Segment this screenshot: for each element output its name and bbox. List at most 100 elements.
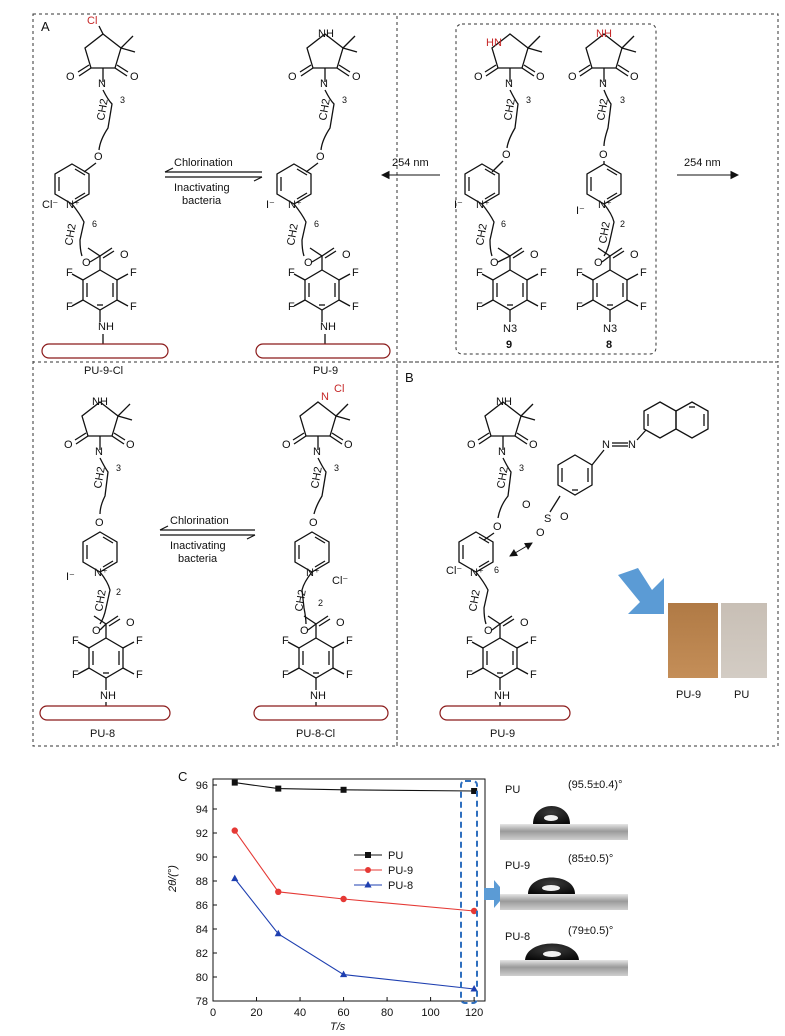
atom-f: F — [136, 669, 143, 681]
series-group — [231, 779, 478, 992]
y-tick-label: 94 — [196, 804, 208, 816]
atom-ch2: CH2 — [317, 98, 333, 122]
atom-f: F — [288, 301, 295, 313]
panel-label-c: C — [178, 769, 187, 784]
atom-n: N — [98, 78, 106, 90]
atom-f: F — [540, 301, 547, 313]
data-point — [274, 929, 282, 937]
label-bacteria: bacteria — [178, 553, 218, 565]
subscript-3: 3 — [526, 95, 531, 105]
blue-arrow-icon — [618, 568, 664, 614]
data-point — [471, 788, 478, 794]
atom-o: O — [474, 71, 483, 83]
data-point — [275, 785, 282, 792]
x-axis-label: T/s — [330, 1021, 346, 1033]
atom-ch2: CH2 — [597, 221, 613, 245]
atom-ch2: CH2 — [63, 223, 79, 247]
subscript-2: 2 — [620, 219, 625, 229]
data-point — [231, 827, 238, 834]
atom-o: O — [120, 249, 129, 261]
atom-o: O — [568, 71, 577, 83]
structure-monomer-8: NH N O O CH2 3 O I⁻ N⁺ CH2 2 O O F F F F… — [568, 28, 647, 351]
label-uv: 254 nm — [392, 157, 429, 169]
atom-o: O — [467, 439, 476, 451]
atom-nh: NH — [320, 321, 336, 333]
structure-pu9: NH N O O CH2 3 O I⁻ N⁺ CH2 6 O O F F F F… — [255, 28, 391, 377]
photo-angle-pu8: (79±0.5)° — [568, 925, 613, 937]
atom-ch2: CH2 — [474, 223, 490, 247]
atom-o: O — [288, 71, 297, 83]
structure-monomer-9: HN N O O CH2 3 O I⁻ N⁺ CH2 6 O O F F F F… — [454, 33, 547, 351]
label-uv: 254 nm — [684, 157, 721, 169]
y-axis-label: 2θ/(°) — [167, 865, 179, 893]
ion-cl: Cl⁻ — [332, 575, 348, 587]
atom-o: O — [95, 517, 104, 529]
label-bacteria: bacteria — [182, 195, 222, 207]
atom-ch2: CH2 — [595, 98, 611, 122]
legend-marker — [365, 852, 371, 858]
atom-f: F — [66, 301, 73, 313]
data-point — [340, 895, 347, 903]
atom-n: N — [628, 439, 636, 451]
subscript-3: 3 — [334, 463, 339, 473]
atom-f: F — [346, 635, 353, 647]
subscript-2: 2 — [318, 598, 323, 608]
subscript-3: 3 — [116, 463, 121, 473]
atom-f: F — [530, 635, 537, 647]
atom-o: O — [493, 521, 502, 533]
swatch-label-pu9: PU-9 — [676, 689, 701, 701]
structure-pu9cl: Cl N O O CH2 3 O Cl⁻ N⁺ CH2 6 O O F F F … — [41, 15, 169, 377]
polymer-surface — [253, 705, 389, 721]
blue-arrow-icon — [484, 880, 506, 908]
atom-nh: NH — [496, 396, 512, 408]
atom-f: F — [466, 635, 473, 647]
atom-f: F — [576, 267, 583, 279]
ion-i: I⁻ — [576, 205, 585, 217]
atom-f: F — [640, 301, 647, 313]
series-line-pu — [234, 782, 475, 792]
atom-o: O — [594, 257, 603, 269]
data-point — [340, 786, 347, 793]
caption-pu9: PU-9 — [313, 365, 338, 377]
atom-n: N — [599, 78, 607, 90]
photo-pu8: PU-8 (79±0.5)° — [500, 925, 628, 976]
atom-nh: NH — [318, 28, 334, 40]
subscript-3: 3 — [342, 95, 347, 105]
atom-n: N — [313, 446, 321, 458]
atom-ch2: CH2 — [93, 589, 109, 613]
atom-f: F — [72, 669, 79, 681]
atom-f: F — [352, 267, 359, 279]
atom-ch2: CH2 — [293, 589, 309, 613]
atom-o: O — [522, 499, 531, 511]
atom-o: O — [126, 617, 135, 629]
caption-pu8cl: PU-8-Cl — [296, 728, 335, 740]
atom-ch2: CH2 — [495, 466, 511, 490]
series-line-pu-9 — [234, 830, 475, 912]
photo-label-pu8: PU-8 — [505, 931, 530, 943]
atom-nh: NH — [92, 396, 108, 408]
atom-o: O — [630, 71, 639, 83]
subscript-6: 6 — [501, 219, 506, 229]
atom-o: O — [344, 439, 353, 451]
equilibrium-arrows-top: Chlorination Inactivating bacteria — [164, 157, 263, 207]
panel-a-lower-border — [32, 13, 398, 747]
atom-o: O — [309, 517, 318, 529]
y-tick-label: 84 — [196, 924, 208, 936]
series-line-pu-8 — [234, 878, 475, 990]
atom-ch2: CH2 — [95, 98, 111, 122]
ion-i: I⁻ — [66, 571, 75, 583]
atom-cl: Cl — [87, 15, 97, 27]
uv-arrow-right: 254 nm — [677, 157, 740, 180]
atom-o: O — [484, 625, 493, 637]
atom-o: O — [560, 511, 569, 523]
data-point — [470, 985, 478, 992]
x-tick-label: 40 — [294, 1007, 306, 1019]
subscript-6: 6 — [314, 219, 319, 229]
photo-pu9: PU-9 (85±0.5)° — [500, 853, 628, 910]
atom-n3: N3 — [603, 323, 617, 335]
swatch-pu — [721, 603, 767, 678]
atom-o: O — [536, 71, 545, 83]
atom-o: O — [536, 527, 545, 539]
